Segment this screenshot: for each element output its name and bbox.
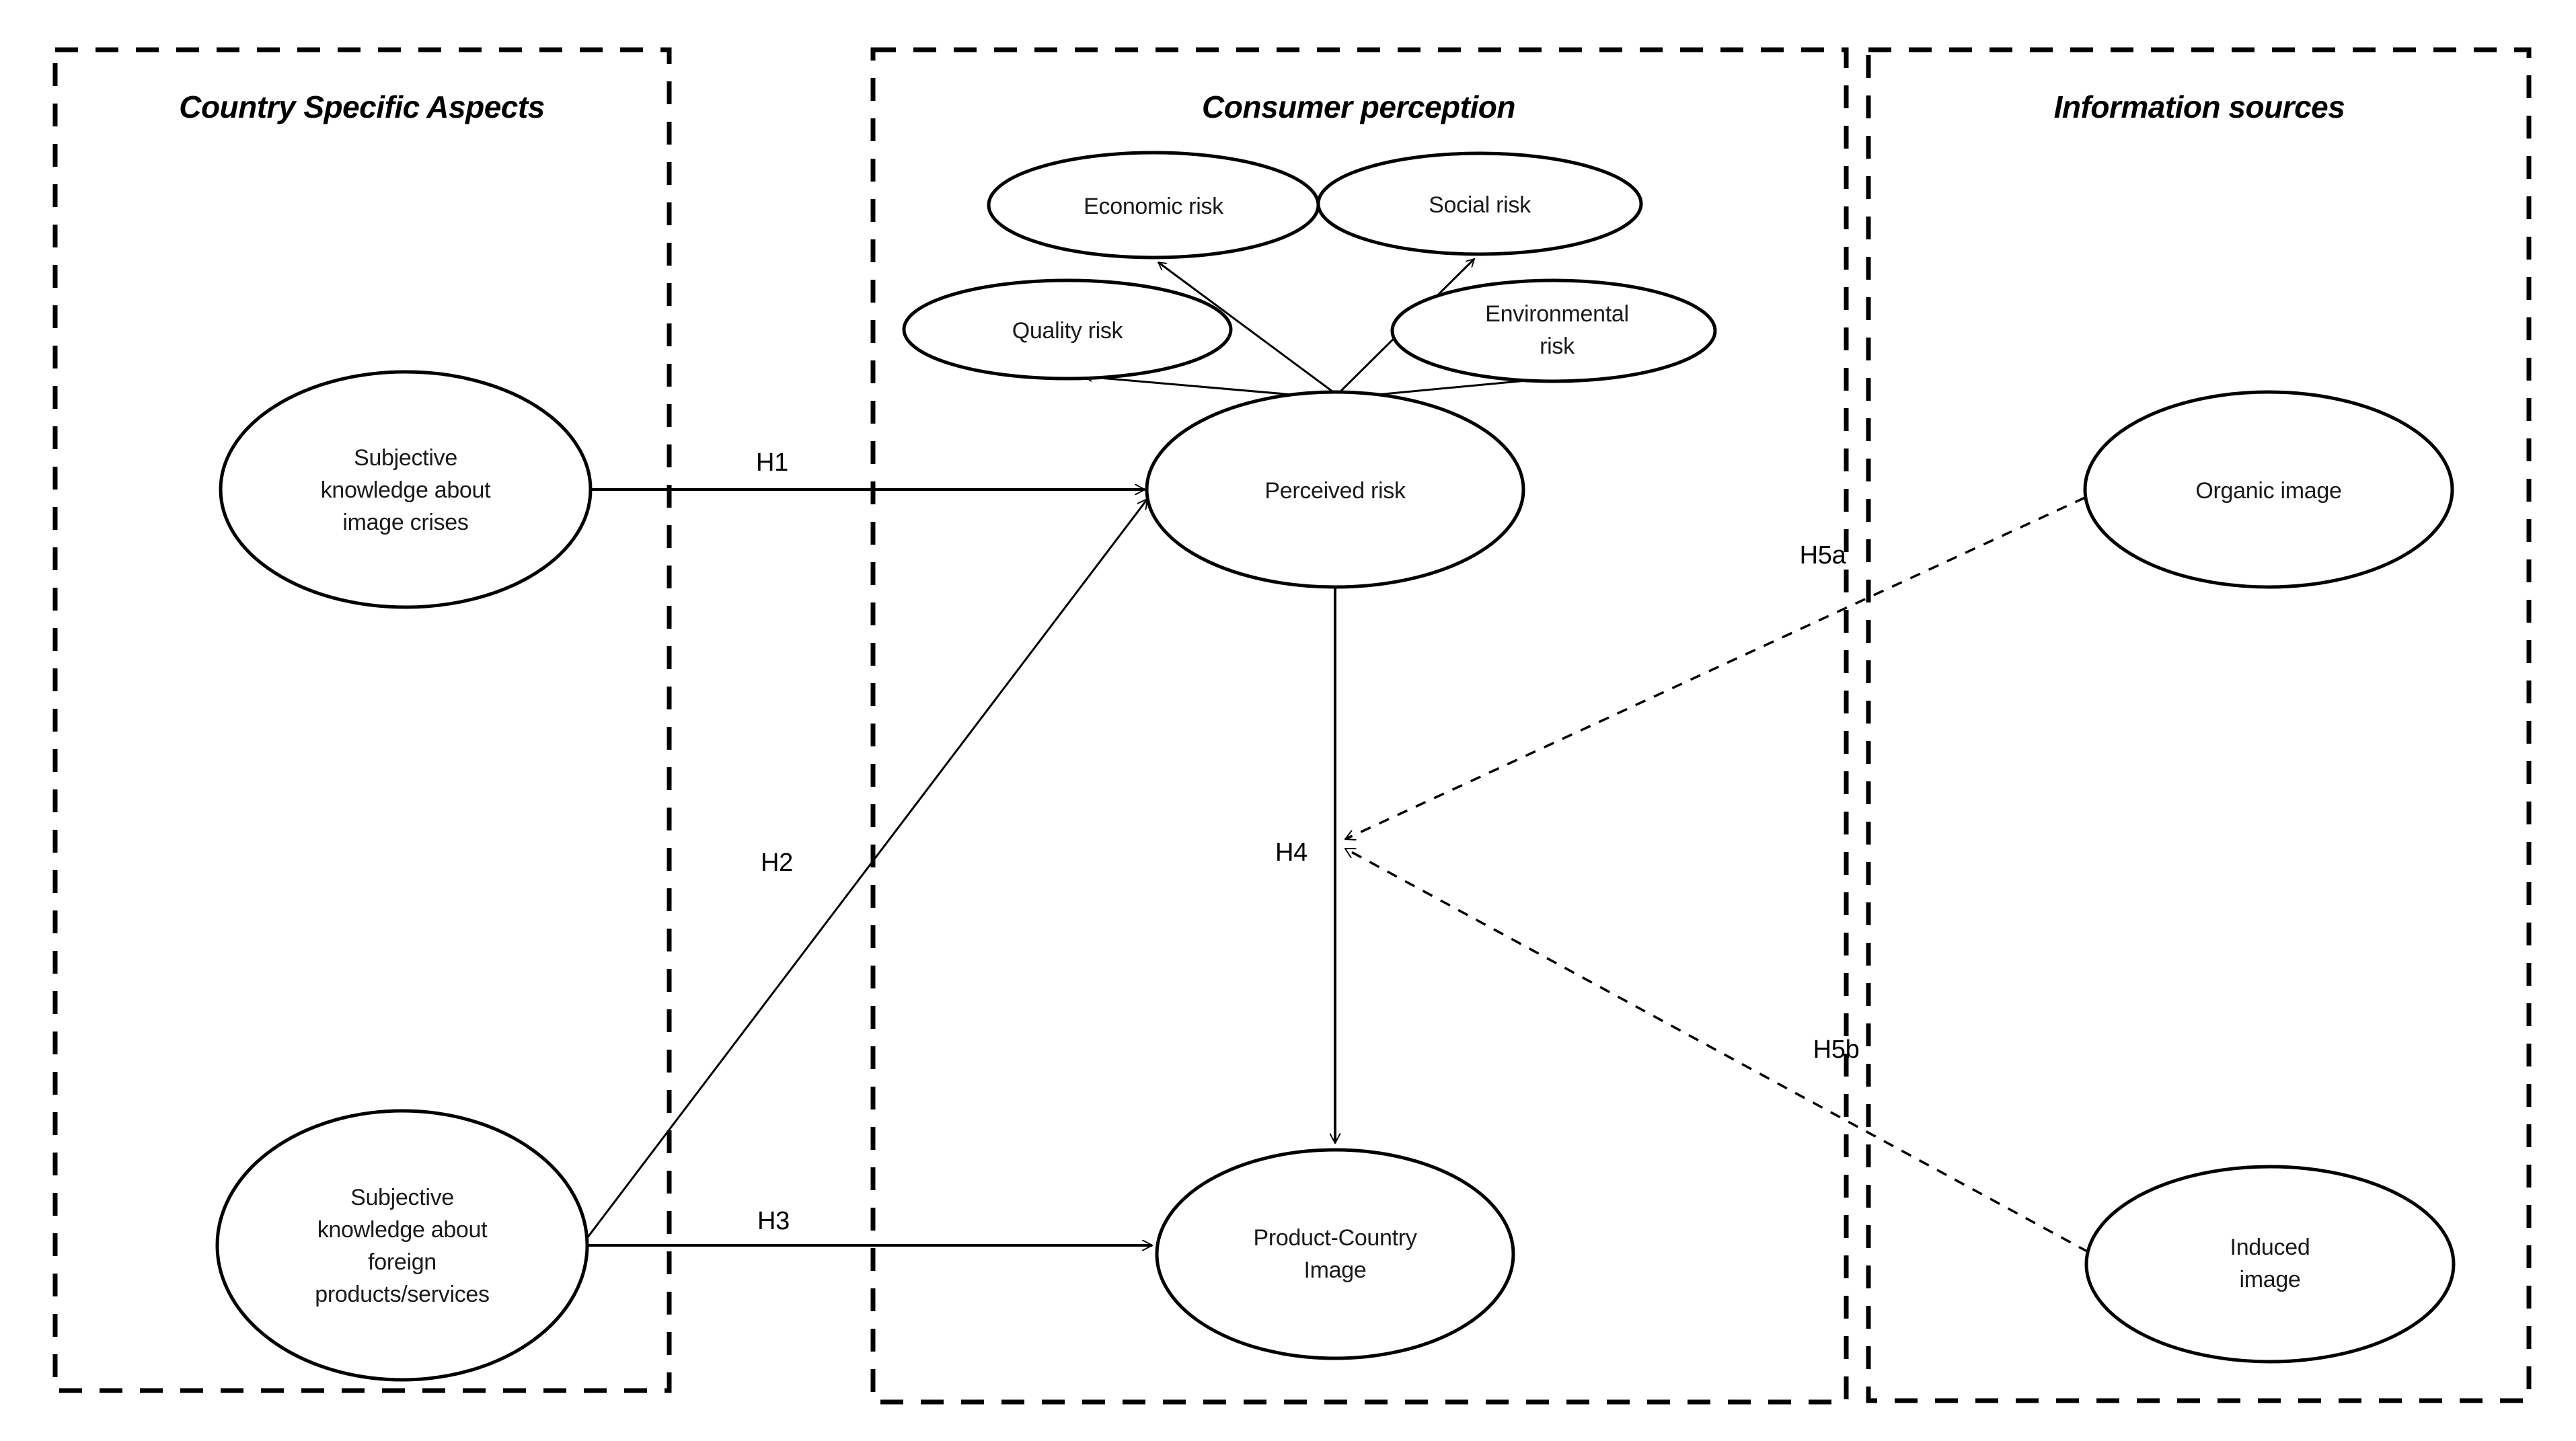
- node-label-line: Subjective: [354, 445, 457, 471]
- node-label-line: products/services: [315, 1282, 489, 1307]
- node-social-risk[interactable]: Social risk: [1316, 151, 1643, 256]
- node-label-line: Perceived risk: [1264, 478, 1406, 504]
- node-organic-image[interactable]: Organic image: [2083, 390, 2454, 589]
- node-subjective-knowledge-image-crises[interactable]: Subjective knowledge about image crises: [219, 370, 593, 609]
- panel-title-consumer-perception: Consumer perception: [1202, 89, 1515, 124]
- node-shape-organic-image[interactable]: [2083, 390, 2454, 589]
- edge-h5a: [1345, 496, 2086, 839]
- panel-border-country-specific-aspects: [52, 47, 672, 1393]
- node-economic-risk[interactable]: Economic risk: [987, 151, 1320, 260]
- node-shape-social-risk[interactable]: [1316, 151, 1643, 256]
- node-shape-product-country-image[interactable]: [1155, 1148, 1515, 1360]
- node-label-line: image: [2239, 1267, 2300, 1292]
- node-shape-subjective-knowledge-image-crises[interactable]: [219, 370, 593, 609]
- node-label-line: image crises: [342, 510, 468, 535]
- panel-consumer-perception: Consumer perception: [870, 47, 1849, 1405]
- node-label-line: Image: [1304, 1257, 1367, 1283]
- hypothesis-label-h2: H2: [761, 849, 793, 877]
- node-label-line: Quality risk: [1012, 318, 1124, 344]
- node-perceived-risk[interactable]: Perceived risk: [1145, 390, 1525, 589]
- panel-information-sources: Information sources: [1866, 47, 2532, 1403]
- hypothesis-label-h1: H1: [756, 449, 788, 477]
- hypothesis-label-h4: H4: [1275, 839, 1308, 867]
- edge-perceived-to-economic-risk: [1158, 261, 1336, 395]
- node-label-line: Organic image: [2195, 478, 2341, 504]
- node-label-line: risk: [1540, 334, 1575, 359]
- node-label-line: knowledge about: [317, 1217, 488, 1243]
- hypothesis-label-h5b: H5b: [1813, 1036, 1860, 1064]
- hypothesis-label-h5a: H5a: [1800, 541, 1847, 570]
- node-label-line: Economic risk: [1084, 194, 1224, 219]
- panel-border-consumer-perception: [870, 47, 1849, 1405]
- edge-h2: [584, 499, 1147, 1241]
- node-shape-induced-image[interactable]: [2084, 1165, 2456, 1364]
- node-induced-image[interactable]: Induced image: [2084, 1165, 2456, 1364]
- node-label-line: Product-Country: [1253, 1225, 1416, 1251]
- node-label-line: Induced: [2230, 1235, 2310, 1260]
- hypothesis-label-h3: H3: [757, 1207, 790, 1235]
- node-label-line: Social risk: [1429, 192, 1531, 218]
- node-label-line: Subjective: [350, 1185, 454, 1210]
- node-shape-perceived-risk[interactable]: [1145, 390, 1525, 589]
- node-shape-quality-risk[interactable]: [902, 278, 1233, 381]
- node-label-line: knowledge about: [321, 477, 491, 503]
- panel-country-specific-aspects: Country Specific Aspects: [52, 47, 672, 1393]
- node-label-line: foreign: [368, 1249, 437, 1275]
- node-label-line: Environmental: [1485, 301, 1628, 327]
- panel-border-information-sources: [1866, 47, 2532, 1403]
- node-shape-subjective-knowledge-foreign-products[interactable]: [215, 1109, 589, 1382]
- panel-title-country-specific-aspects: Country Specific Aspects: [179, 89, 545, 124]
- node-environmental-risk[interactable]: Environmental risk: [1390, 278, 1717, 383]
- panel-title-information-sources: Information sources: [2054, 89, 2345, 124]
- hypothesis-labels: H1 H2 H3 H4 H5a H5b: [756, 449, 1860, 1235]
- node-shape-environmental-risk[interactable]: [1390, 278, 1717, 383]
- node-product-country-image[interactable]: Product-Country Image: [1155, 1148, 1515, 1360]
- node-subjective-knowledge-foreign-products[interactable]: Subjective knowledge about foreign produ…: [215, 1109, 589, 1382]
- node-quality-risk[interactable]: Quality risk: [902, 278, 1233, 381]
